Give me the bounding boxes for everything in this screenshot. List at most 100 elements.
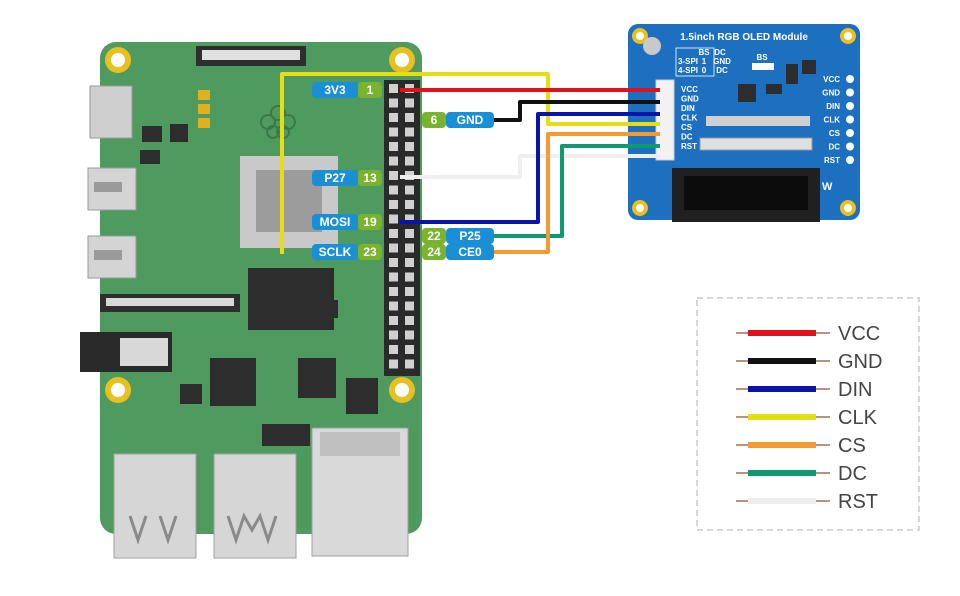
pin-number: 22 [427,229,441,243]
bs-header: BS [698,48,710,57]
gpio-pin [389,258,398,267]
usb-ports [113,453,297,559]
gpio-pin [389,243,398,253]
wire-gnd [494,100,660,122]
gpio-pin [389,171,398,180]
gpio-pin [389,301,398,311]
mode-4spi: 4-SPI [678,66,698,75]
ethernet-controller [298,358,336,398]
gpio-pin [389,98,398,108]
pin-number-box [358,214,382,230]
pin-label-mosi: MOSI 19 [312,214,382,230]
gpio-pin [405,113,414,122]
gpio-pin [405,127,414,137]
side-pin-dc: DC [828,143,840,152]
gpio-pin [389,156,398,166]
gpio-pin [389,330,398,340]
side-pin-din: DIN [826,102,840,111]
signal-name: MOSI [320,215,351,229]
pin-number: 6 [431,113,438,127]
gpio-pin [389,287,398,296]
mounting-holes [105,47,415,403]
side-pad [846,129,854,137]
gpio-pin [389,214,398,224]
pin-label-p27: P27 13 [312,170,382,186]
mode-4spi-dc: DC [716,66,728,75]
pin-number: 13 [363,171,377,185]
wire-clk [280,72,660,254]
header-pin-vcc: VCC [681,85,698,94]
mode-3spi-bs: 1 [702,57,707,66]
side-pin-cs: CS [829,129,841,138]
legend-label: DC [838,463,867,485]
mode-3spi-dc: GND [713,57,731,66]
signal-name: 3V3 [324,83,346,97]
gpio-pin [389,127,398,137]
gpio-pin [389,142,398,151]
legend-label: RST [838,491,878,513]
side-pad [846,156,854,164]
pin-number-box [358,82,382,98]
legend-item-vcc: VCC [736,323,880,345]
mode-3spi: 3-SPI [678,57,698,66]
oled-components [643,37,816,151]
pin-number: 24 [427,245,441,259]
legend-item-cs: CS [736,435,866,457]
gpio-pin [405,272,414,282]
signal-name: GND [457,113,484,127]
signal-name-box [446,228,494,244]
gpio-pin [405,200,414,209]
gpio-pins [389,84,414,369]
gpio-pin [389,272,398,282]
side-pad [846,115,854,124]
gpio-pin [405,287,414,296]
gpio-pin [389,316,398,325]
side-pin-clk: CLK [824,116,841,125]
gpio-pin [405,185,414,195]
side-pad [846,102,854,110]
gpio-pin [405,214,414,224]
bs-resistor [752,63,774,70]
legend-item-din: DIN [736,379,872,401]
signal-name: P25 [459,229,481,243]
pin-number: 19 [363,215,377,229]
legend-label: DIN [838,379,872,401]
gpio-pin [389,113,398,122]
legend-label: CS [838,435,866,457]
signal-name-box [312,170,358,186]
bs-resistor-label: BS [756,53,768,62]
usb-controller [210,358,256,406]
dc-header: DC [714,48,726,57]
signal-name: P27 [324,171,346,185]
mode-4spi-bs: 0 [702,66,707,75]
side-pin-rst: RST [824,156,840,165]
signal-name: SCLK [319,245,352,259]
header-pin-rst: RST [681,142,697,151]
header-pin-clk: CLK [681,114,698,123]
gpio-pin [405,229,414,238]
pin-label-p25: 22 P25 [422,228,494,244]
test-pads [198,90,210,128]
wires [280,72,660,254]
pin-number-box [422,244,446,260]
pin-number-box [422,228,446,244]
side-pad [846,75,854,83]
legend-label: VCC [838,323,880,345]
gpio-pin [389,200,398,209]
pin-label-gnd: 6 GND [422,112,494,128]
signal-name-box [446,112,494,128]
gpio-pin [389,345,398,354]
raspberry-pi-board [80,42,422,559]
gpio-pin [405,243,414,253]
usb-c-port [89,85,133,139]
legend-label: CLK [838,407,878,429]
wire-din [400,112,660,224]
gpio-pin [389,185,398,195]
